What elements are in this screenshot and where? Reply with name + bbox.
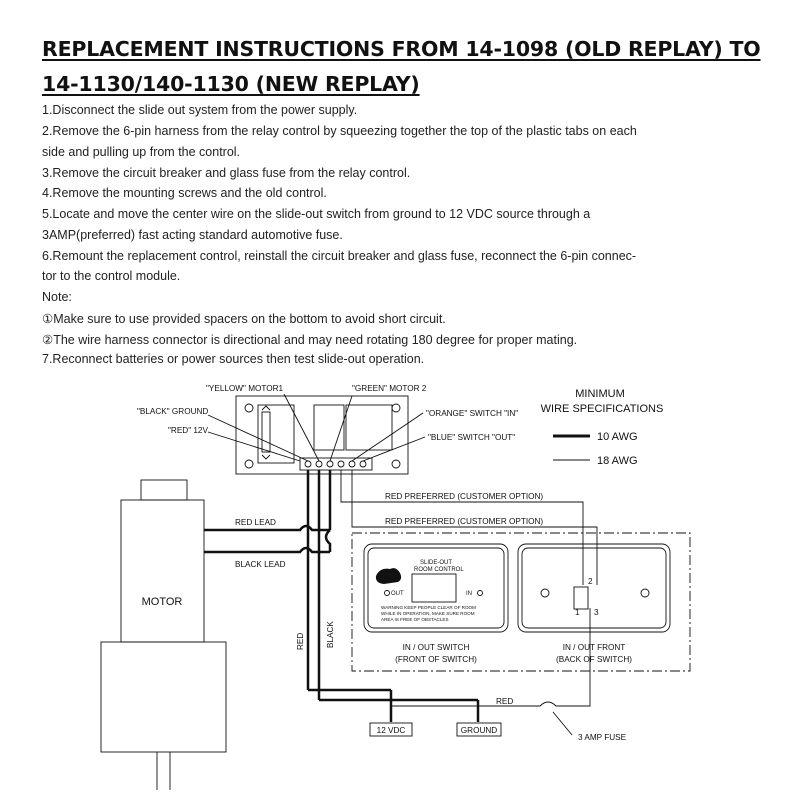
back-caption: IN / OUT FRONT (563, 643, 626, 652)
motor-label: MOTOR (142, 596, 183, 608)
warning-line: WARNING KEEP PEOPLE CLEAR OF ROOM (381, 605, 476, 610)
ground-terminal (456, 722, 502, 737)
front-caption-sub: (FRONT OF SWITCH) (395, 655, 477, 664)
black-wire-label: BLACK (326, 621, 335, 648)
black-lead-label: BLACK LEAD (235, 560, 286, 569)
pin-label-blue: "BLUE" SWITCH "OUT" (428, 433, 515, 442)
pin-label-green: "GREEN" MOTOR 2 (352, 384, 427, 393)
six-pin-connector (299, 457, 373, 471)
instruction-line: 3.Remove the circuit breaker and glass f… (42, 166, 411, 180)
wire-spec-title: MINIMUM (575, 388, 625, 400)
back-caption-sub: (BACK OF SWITCH) (556, 655, 632, 664)
wire-spec-thin-label: 18 AWG (597, 455, 638, 467)
terminal-1-label: 1 (575, 608, 580, 617)
instruction-line: side and pulling up from the control. (42, 145, 241, 159)
instruction-line: 5.Locate and move the center wire on the… (42, 207, 591, 221)
wire-spec-thick-label: 10 AWG (597, 431, 638, 443)
red-lead-label: RED LEAD (235, 518, 276, 527)
relay-control-board (235, 395, 409, 475)
terminal-3-label: 3 (594, 608, 599, 617)
pin-label-black: "BLACK" GROUND (137, 407, 208, 416)
motor-shaft (140, 479, 188, 501)
fuse-label: 3 AMP FUSE (578, 733, 627, 742)
instruction-line: 4.Remove the mounting screws and the old… (42, 186, 327, 200)
note-heading: Note: (42, 290, 72, 304)
12vdc-label: 12 VDC (377, 726, 406, 735)
motor-body (120, 499, 205, 643)
terminal-2-label: 2 (588, 577, 593, 586)
instruction-line: tor to the control module. (42, 269, 181, 283)
pin-label-yellow: "YELLOW" MOTOR1 (206, 384, 284, 393)
instruction-line: 2.Remove the 6-pin harness from the rela… (42, 124, 637, 138)
pin-label-red: "RED" 12V (168, 426, 208, 435)
instruction-line: 1.Disconnect the slide out system from t… (42, 103, 358, 117)
red-preferred-label: RED PREFERRED (CUSTOMER OPTION) (385, 492, 543, 501)
red-wire-label-bottom: RED (496, 697, 513, 706)
ground-label: GROUND (461, 726, 497, 735)
title-line-1: REPLACEMENT INSTRUCTIONS FROM 14-1098 (O… (42, 37, 761, 61)
out-label: OUT (391, 591, 404, 597)
pin-label-orange: "ORANGE" SWITCH "IN" (426, 409, 518, 418)
note-item: ①Make sure to use provided spacers on th… (42, 312, 446, 326)
instruction-line: 6.Remount the replacement control, reins… (42, 249, 637, 263)
panel-subtitle: ROOM CONTROL (414, 567, 464, 573)
note-item: ②The wire harness connector is direction… (42, 333, 578, 347)
in-label: IN (466, 591, 472, 597)
warning-line: WHILE IN OPERATION, MAKE SURE ROOM (381, 611, 475, 616)
wire-spec-subtitle: WIRE SPECIFICATIONS (541, 403, 664, 415)
warning-line: AREA IS FREE OF OBSTACLES (381, 617, 449, 622)
panel-title: SLIDE-OUT (420, 560, 452, 566)
instruction-line: 3AMP(preferred) fast acting standard aut… (42, 228, 343, 242)
12vdc-terminal (369, 722, 413, 737)
title-line-2: 14-1130/140-1130 (NEW REPLAY) (42, 72, 420, 96)
red-wire-label: RED (296, 633, 305, 650)
red-preferred-label: RED PREFERRED (CUSTOMER OPTION) (385, 517, 543, 526)
front-caption: IN / OUT SWITCH (403, 643, 470, 652)
instruction-line: 7.Reconnect batteries or power sources t… (42, 352, 425, 366)
hand-icon (375, 568, 402, 584)
